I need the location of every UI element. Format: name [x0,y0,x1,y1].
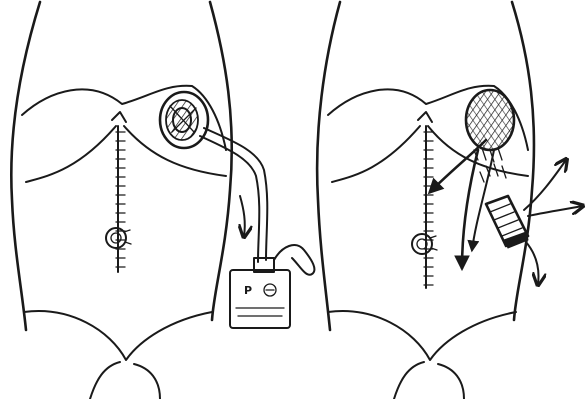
container-mark-left: P [244,284,252,297]
left-midline-incision [116,126,125,272]
left-collection-container: P [230,258,290,328]
left-hip-lines [24,311,212,399]
arrow-right [528,206,582,216]
right-flow-arrows [430,140,582,284]
right-xiphoid [418,112,432,122]
right-irrigation-catheter [486,196,528,248]
right-wound [466,90,514,150]
right-panel [317,2,582,399]
right-stoma [412,234,437,254]
arrow-down-wide [462,150,478,268]
arrow-down-right [526,242,539,284]
left-flow-arrow [240,196,245,236]
right-hip-lines [328,311,516,399]
arrow-to-incision [430,140,486,192]
right-midline-incision [424,126,433,288]
left-wound [160,92,208,148]
left-torso-outline [11,2,231,330]
left-xiphoid [112,112,126,122]
left-panel: P [11,2,314,399]
